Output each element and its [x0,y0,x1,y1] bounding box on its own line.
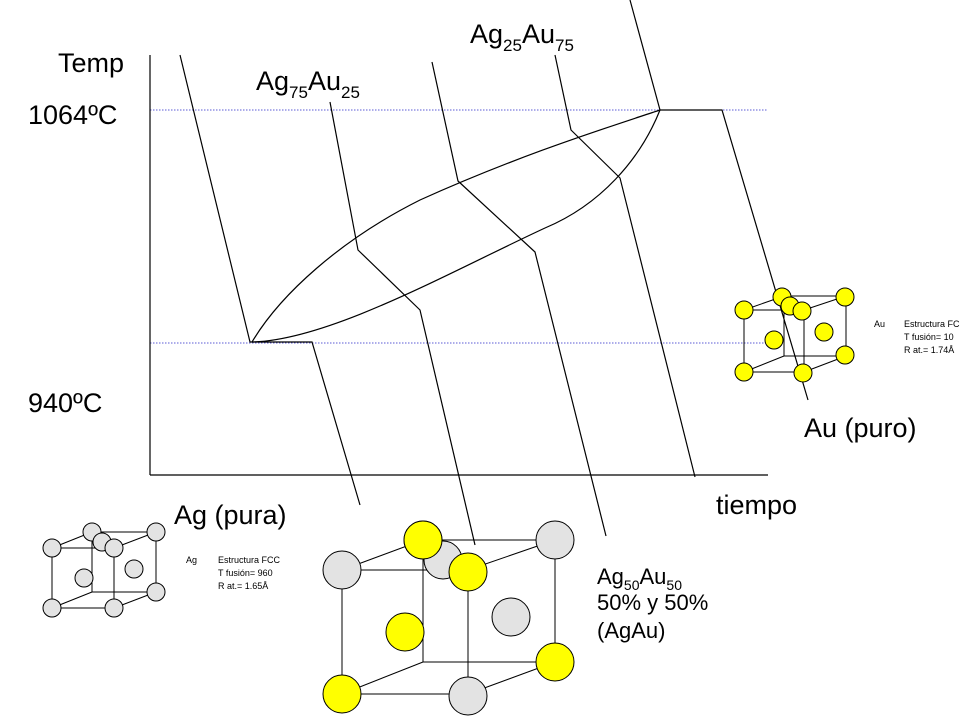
alloy-unit-cell [322,520,575,716]
gold-atom [535,642,575,682]
au-unit-cell [734,287,855,383]
ag-atom [104,598,124,618]
ag-unit-cell [42,522,166,618]
au-panel-symbol: Au [874,319,885,329]
alloy-compound: (AgAu) [597,618,665,643]
au-panel-line: R at.= 1.74Å [904,345,954,355]
ag-panel-line: R at.= 1.65Å [218,581,268,591]
label-ag-pure: Ag (pura) [174,500,287,530]
ag-atom [42,598,62,618]
ag-atom [104,538,124,558]
au-atom [835,345,855,365]
liquidus-curve [251,109,661,343]
au-atom [814,322,834,342]
cooling-curve-ag-pure [179,54,361,506]
cooling-curve-ag50au50 [431,61,607,537]
au-atom [793,363,813,383]
alloy-label: Ag50Au50 50% y 50% (AgAu) [597,564,708,643]
alloy-formula: Ag50Au50 [597,564,682,593]
silver-atom [491,597,531,637]
au-atom [835,287,855,307]
au-panel-line: Estructura FCC [904,319,960,329]
alloy-percentage: 50% y 50% [597,590,708,615]
temp-label-1064: 1064ºC [28,100,117,130]
y-axis-label: Temp [58,48,124,78]
label-ag25au75: Ag25Au75 [470,19,574,55]
au-panel-line: T fusión= 10 [904,332,954,342]
solidus-curve [251,109,661,343]
x-axis-label: tiempo [716,490,797,520]
au-atom [792,301,812,321]
ag-panel-symbol: Ag [186,555,197,565]
ag-atom [42,538,62,558]
ag-info-panel: Ag Estructura FCC T fusión= 960 R at.= 1… [186,555,281,591]
silver-atom [322,550,362,590]
au-atom [734,362,754,382]
gold-atom [385,612,425,652]
cooling-curve-au-pure [629,0,809,401]
silver-atom [535,520,575,560]
au-info-panel: Au Estructura FCC T fusión= 10 R at.= 1.… [874,319,960,355]
temp-label-940: 940ºC [28,388,102,418]
au-atom [764,330,784,350]
cooling-curve-ag75au25 [329,101,476,546]
ag-atom [146,522,166,542]
au-atom [734,300,754,320]
ag-atom [124,559,144,579]
label-ag75au25: Ag75Au25 [256,66,360,102]
ag-atom [146,582,166,602]
ag-panel-line: T fusión= 960 [218,568,273,578]
silver-atom [448,676,488,716]
gold-atom [448,552,488,592]
ag-panel-line: Estructura FCC [218,555,281,565]
gold-atom [403,520,443,560]
ag-atom [74,568,94,588]
gold-atom [322,674,362,714]
cooling-curve-ag25au75 [554,54,696,478]
label-au-pure: Au (puro) [804,413,917,443]
